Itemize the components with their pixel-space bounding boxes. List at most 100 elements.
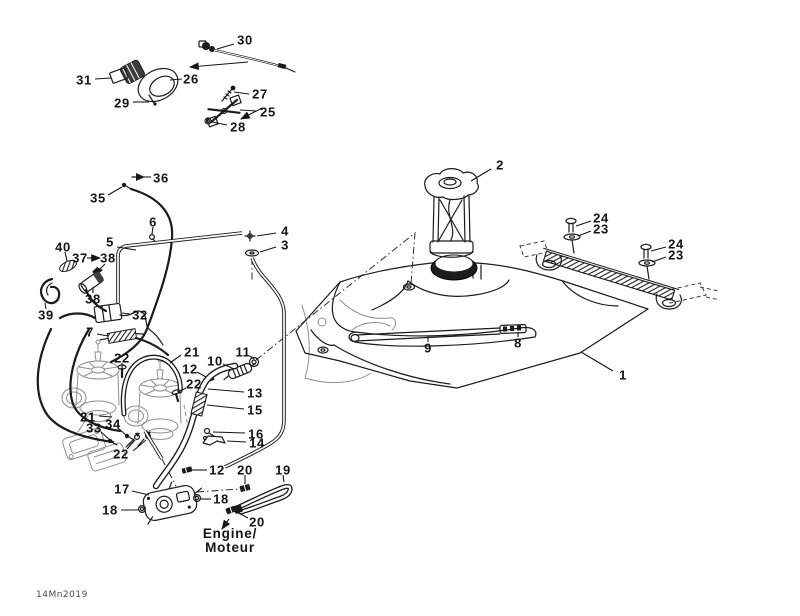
part-label-23: 23 (593, 222, 609, 237)
leader-line-40 (64, 251, 68, 262)
part-label-8: 8 (514, 336, 522, 351)
part-label-35: 35 (90, 191, 106, 206)
leader-line-22 (126, 439, 136, 450)
part-label-33: 33 (86, 421, 102, 436)
leader-line-35 (107, 186, 123, 196)
part-label-22: 22 (114, 351, 130, 366)
leader-line-31 (94, 77, 112, 80)
pointer-arrow-1 (240, 107, 263, 120)
part-label-29: 29 (114, 96, 130, 111)
part-label-16: 16 (248, 427, 264, 442)
fitting-20a (239, 484, 251, 492)
part-label-27: 27 (252, 87, 268, 102)
fuel-tank (295, 262, 649, 389)
leader-line-24 (650, 246, 667, 252)
leader-line-26 (169, 78, 183, 81)
part-label-17: 17 (114, 482, 130, 497)
bracket-25 (206, 94, 242, 128)
pump-supply-hose-13 (152, 362, 239, 490)
part-label-30: 30 (237, 33, 253, 48)
cable-30 (198, 40, 296, 73)
leader-line-14 (226, 440, 247, 443)
primer-pump-26 (119, 59, 179, 103)
leader-line-10 (222, 363, 235, 370)
part-label-14: 14 (249, 436, 265, 451)
fuel-pump (138, 466, 203, 525)
leader-line-22 (177, 387, 187, 393)
document-code: 14Mn2019 (36, 590, 88, 600)
leader-line-7 (96, 333, 109, 337)
spacer-31 (109, 67, 129, 84)
grommet-4 (244, 230, 256, 242)
leader-line-16 (212, 431, 246, 434)
fuel-supply-line (116, 230, 286, 469)
part-label-26: 26 (183, 72, 199, 87)
clamp-12-lower (181, 466, 193, 474)
part-label-39: 39 (38, 308, 54, 323)
fitting-20b (225, 505, 237, 515)
leader-line-34 (117, 427, 127, 436)
part-label-22: 22 (113, 447, 129, 462)
body-panel-faint (301, 299, 397, 383)
leader-line-12 (196, 371, 207, 378)
part-label-20: 20 (249, 515, 265, 530)
part-label-40: 40 (55, 240, 71, 255)
leader-line-13 (207, 388, 245, 393)
part-label-34: 34 (105, 417, 121, 432)
part-label-22: 22 (186, 377, 202, 392)
grommet-40 (59, 259, 77, 273)
leader-line-15 (206, 404, 245, 410)
part-label-18: 18 (102, 503, 118, 518)
part-label-25: 25 (260, 105, 276, 120)
impulse-hose-group (143, 430, 293, 515)
leader-line-27 (233, 91, 250, 95)
leader-line-22 (132, 439, 147, 452)
leader-line-38 (96, 263, 106, 273)
hook-39 (39, 277, 61, 305)
left-small-parts (39, 259, 170, 357)
part-label-12: 12 (182, 362, 198, 377)
rail-screw-24a (565, 217, 577, 233)
part-label-19: 19 (275, 463, 291, 478)
engine-label-line1: Engine/ (203, 526, 257, 541)
part-label-2: 2 (496, 158, 504, 173)
part-label-23: 23 (668, 248, 684, 263)
part-label-9: 9 (424, 341, 432, 356)
leader-line-23 (651, 256, 667, 263)
washer-3 (244, 249, 260, 257)
connector-32 (93, 302, 123, 324)
leader-line-30 (216, 43, 235, 50)
leader-line-33 (100, 431, 111, 441)
engine-label-line2: Moteur (205, 540, 255, 555)
part-label-11: 11 (236, 345, 251, 360)
nut-18b (138, 505, 147, 514)
part-label-38: 38 (100, 251, 116, 266)
part-label-5: 5 (106, 235, 114, 250)
part-label-31: 31 (76, 73, 92, 88)
part-label-13: 13 (247, 386, 263, 401)
rail-screw-24b (640, 243, 652, 259)
part-label-7: 7 (86, 325, 94, 340)
part-label-28: 28 (230, 120, 246, 135)
leader-line-11 (249, 355, 255, 360)
part-label-20: 20 (237, 463, 253, 478)
leader-line-19 (282, 474, 285, 483)
part-label-18: 18 (213, 492, 229, 507)
screw-27 (221, 85, 236, 102)
leader-line-25 (239, 109, 258, 112)
leader-line-21 (98, 415, 113, 418)
fuel-pickup-tube (350, 324, 527, 343)
clip-16 (203, 427, 215, 437)
vent-hoses (36, 187, 174, 444)
pointer-arrow-0 (188, 61, 249, 71)
leader-line-2 (470, 168, 492, 182)
grommet-11 (248, 356, 260, 368)
pointer-arrow-3 (221, 518, 231, 530)
part-label-38: 38 (85, 292, 101, 307)
fuel-cap-gauge (424, 168, 479, 258)
part-label-1: 1 (619, 368, 627, 383)
part-label-6: 6 (149, 215, 157, 230)
fuel-level-sensor (499, 324, 527, 334)
